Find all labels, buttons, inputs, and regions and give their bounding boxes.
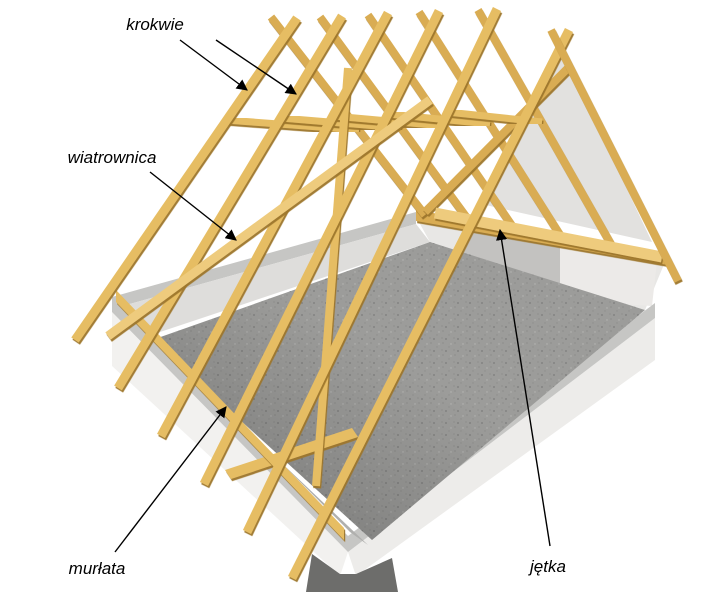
wind-brace-right xyxy=(422,65,571,215)
rafter-board xyxy=(242,7,502,534)
arrow-to-rafter-1 xyxy=(179,39,248,91)
arrow-to-wall-plate xyxy=(114,406,227,553)
slab-corner xyxy=(306,554,398,592)
label-collar-beam: jętka xyxy=(528,557,566,576)
right-wall-face xyxy=(348,318,655,576)
arrow-to-collar-beam xyxy=(496,228,551,547)
loose-plank xyxy=(225,428,358,479)
rafter-board xyxy=(415,9,566,241)
wind-brace-left xyxy=(105,96,433,340)
arrow-to-wind-brace xyxy=(149,171,237,241)
far-gable-wall xyxy=(112,212,430,336)
gable-rafter-right xyxy=(547,28,682,283)
far-wall-inner-face xyxy=(112,224,430,336)
rafter-board xyxy=(71,15,301,343)
label-wall-plate: murłata xyxy=(69,559,126,578)
left-rafters xyxy=(71,7,502,534)
gable-rafter-left xyxy=(287,27,574,581)
rafter-board xyxy=(474,8,616,248)
label-rafters: krokwie xyxy=(126,15,184,34)
arrow-to-rafter-2 xyxy=(215,39,297,95)
left-wall-face xyxy=(112,312,348,576)
labels: krokwie wiatrownica murłata jętka xyxy=(68,15,566,578)
far-wall-ring-band xyxy=(112,212,416,309)
gable-truss xyxy=(287,27,682,581)
collar-beam-board xyxy=(225,116,360,134)
interior xyxy=(118,242,645,545)
leaning-board xyxy=(312,67,352,487)
rafter-board xyxy=(114,13,346,391)
floor-shading xyxy=(152,242,645,540)
rafter-board xyxy=(157,10,392,439)
callout-arrows xyxy=(114,39,551,553)
label-wind-brace: wiatrownica xyxy=(68,148,157,167)
rafter-board xyxy=(199,8,444,487)
wall-plate-left xyxy=(116,290,344,540)
